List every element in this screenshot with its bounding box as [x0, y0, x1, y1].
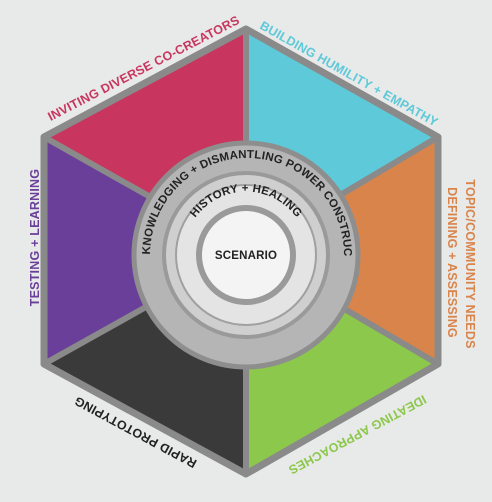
label-testing-learning: TESTING + LEARNING [28, 169, 42, 306]
label-topic-community-needs: TOPIC/COMMUNITY NEEDS [463, 179, 477, 348]
center-circle [196, 205, 296, 305]
label-defining-assessing: DEFINING + ASSESSING [445, 187, 459, 338]
label-scenario: SCENARIO [215, 250, 277, 262]
hexagon-outline [40, 25, 442, 478]
